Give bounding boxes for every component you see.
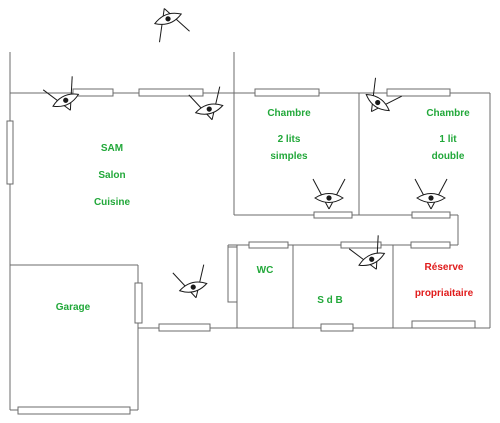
windows <box>6 88 476 415</box>
room-label-sam: SAM <box>101 143 123 154</box>
window-icon <box>248 241 289 249</box>
room-label-chambre-left-beds: 2 lits <box>278 134 301 145</box>
room-label-chambre-right-type: double <box>432 151 465 162</box>
window-icon <box>6 120 14 185</box>
eye-camera-icon <box>414 178 448 210</box>
window-icon <box>158 323 211 332</box>
room-label-sdb: S d B <box>317 295 343 306</box>
room-label-chambre-right: Chambre <box>426 108 470 119</box>
window-icon <box>254 88 320 97</box>
window-icon <box>313 211 353 219</box>
window-icon <box>72 88 114 97</box>
window-icon <box>17 406 131 415</box>
room-label-reserve: Réserve <box>425 262 464 273</box>
window-icon <box>320 323 354 332</box>
room-label-salon: Salon <box>98 170 125 181</box>
eye-camera-icon <box>312 178 346 210</box>
eye-camera-icon <box>172 264 213 303</box>
room-label-chambre-left-type: simples <box>270 151 308 162</box>
window-icon <box>386 88 451 97</box>
eye-camera-icon <box>357 77 403 122</box>
room-label-cuisine: Cuisine <box>94 197 131 208</box>
room-label-chambre-right-beds: 1 lit <box>439 134 457 145</box>
room-label-garage: Garage <box>56 302 91 313</box>
room-label-chambre-left: Chambre <box>267 108 311 119</box>
window-icon <box>227 246 238 303</box>
walls <box>9 52 491 411</box>
window-icon <box>411 211 451 219</box>
room-labels: SAM Salon Cuisine Chambre 2 lits simples… <box>56 108 474 313</box>
window-icon <box>411 320 476 329</box>
room-label-reserve-owner: propriaitaire <box>415 288 474 299</box>
eye-camera-icon <box>148 2 191 43</box>
window-icon <box>138 88 204 97</box>
eye-camera-icon <box>348 234 392 277</box>
window-icon <box>134 282 143 324</box>
room-label-wc: WC <box>257 265 274 276</box>
eye-camera-icon <box>42 75 86 118</box>
window-icon <box>340 241 382 249</box>
window-icon <box>410 241 451 249</box>
